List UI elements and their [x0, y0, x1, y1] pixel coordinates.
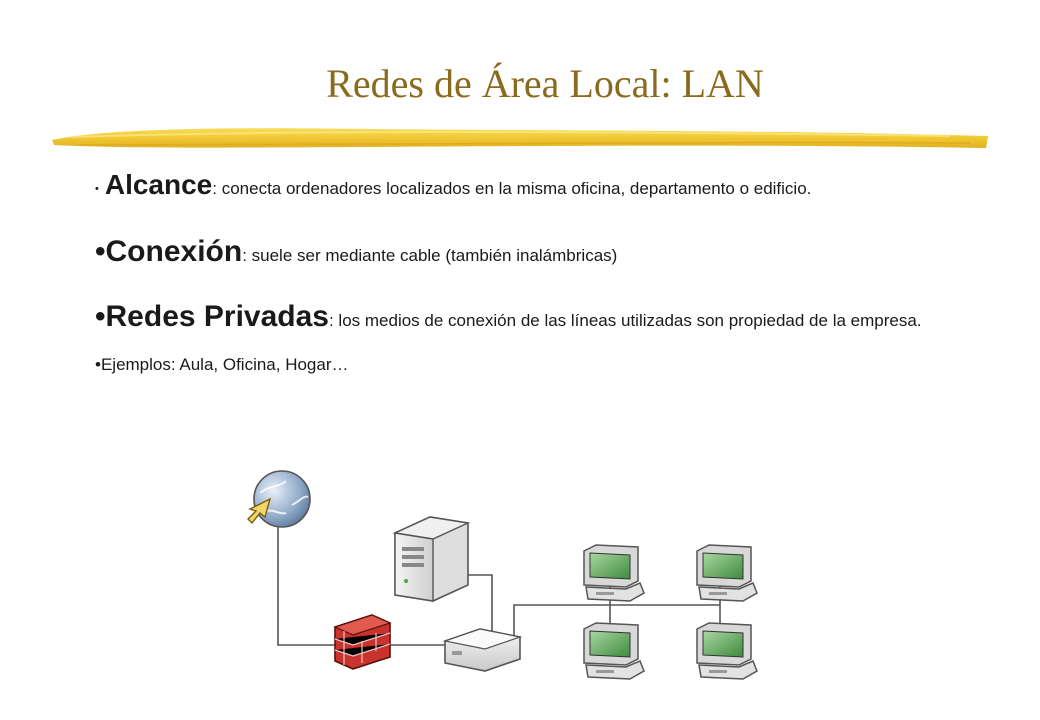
workstation-icon: [696, 544, 758, 602]
bullet-text: Ejemplos: Aula, Oficina, Hogar…: [100, 354, 349, 374]
slide-title: Redes de Área Local: LAN: [326, 61, 764, 106]
bullet-text: : los medios de conexión de las líneas u…: [328, 311, 922, 331]
globe-internet-icon: [247, 470, 311, 528]
bullet-text: : suele ser mediante cable (también inal…: [242, 245, 618, 265]
switch-icon: [442, 628, 523, 672]
bullet-term: Alcance: [104, 169, 213, 200]
bullet-ejemplos: •Ejemplos: Aula, Oficina, Hogar…: [95, 353, 957, 378]
workstation-icon: [583, 544, 645, 602]
workstation-icon: [583, 622, 645, 680]
firewall-icon: [333, 614, 392, 670]
bullet-list: • Alcance: conecta ordenadores localizado…: [95, 165, 957, 377]
bullet-dot: •: [95, 300, 106, 334]
bullet-conexion: •Conexión: suele ser mediante cable (tam…: [95, 230, 957, 274]
lan-network-diagram: [247, 470, 758, 680]
workstation-icon: [696, 622, 758, 680]
bullet-term: Conexión: [105, 234, 243, 268]
bullet-term: Redes Privadas: [105, 300, 329, 334]
server-icon: [392, 516, 471, 602]
bullet-text: : conecta ordenadores localizados en la …: [212, 179, 812, 198]
bullet-alcance: • Alcance: conecta ordenadores localizado…: [95, 165, 957, 206]
title-underline-brush: [52, 128, 988, 148]
bullet-redes-privadas: •Redes Privadas: los medios de conexión …: [95, 295, 957, 339]
bullet-dot: •: [95, 354, 101, 374]
bullet-dot: •: [95, 182, 99, 195]
bullet-dot: •: [95, 234, 106, 268]
